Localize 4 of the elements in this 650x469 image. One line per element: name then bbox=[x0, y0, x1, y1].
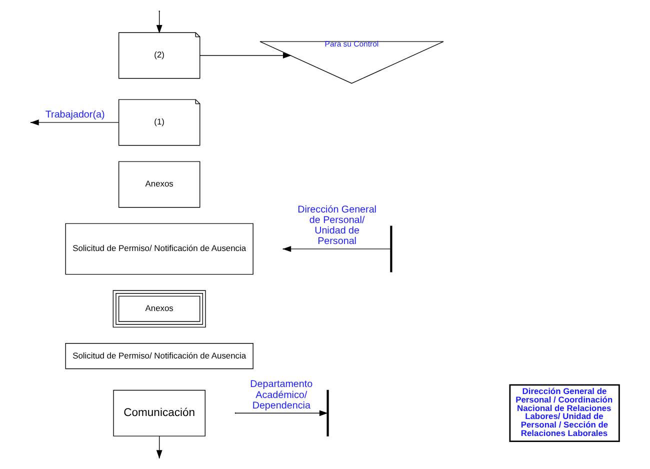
edge-label: Dirección General de Personal/ Unidad de Personal bbox=[298, 204, 377, 248]
label: Dirección General de Personal / Coordinación Nacional de Relaciones Labores/ Unidad de Personal / Sección de Relaciones Laborales bbox=[516, 386, 613, 438]
edge-label: Trabajador(a) bbox=[45, 110, 105, 121]
edge-label: Departamento Académico/ Dependencia bbox=[250, 379, 313, 412]
